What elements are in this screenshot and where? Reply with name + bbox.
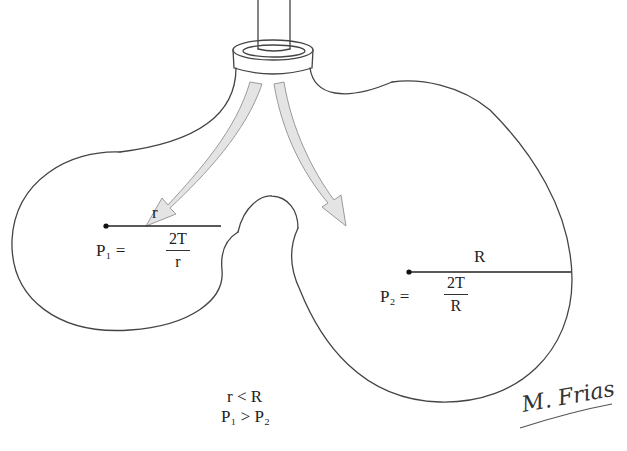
radius-label: R	[474, 248, 485, 267]
collar-inner	[243, 45, 305, 57]
collar-rim	[233, 40, 313, 60]
pressure-note: P₁ > P₂	[221, 408, 270, 427]
alveolus: RP₂ =2TR	[284, 74, 576, 408]
signature: M. Frias	[520, 376, 617, 417]
tube-sides	[258, 0, 290, 49]
alveolus-outline	[8, 146, 242, 336]
trunk-left-wall	[120, 68, 236, 152]
center-dot	[103, 223, 108, 228]
radius-line-large	[409, 271, 571, 272]
airflow-arrow-right	[274, 82, 346, 226]
fraction: 2TR	[444, 274, 468, 314]
radius-label: r	[152, 204, 158, 223]
inequality-note: r < R	[227, 388, 262, 407]
alveolus-outline	[284, 74, 576, 408]
alveolus-wall	[12, 152, 238, 331]
pressure-formula: P₁ =	[96, 242, 125, 261]
trunk-right-wall	[310, 68, 392, 94]
airflow-arrow-left	[146, 82, 262, 226]
alveolus: rP₁ =2Tr	[8, 146, 242, 336]
tube-bottom	[258, 49, 290, 51]
fraction-numerator: 2T	[444, 274, 468, 295]
fraction-denominator: R	[451, 295, 462, 315]
center-dot	[406, 269, 411, 274]
branch-arch	[238, 196, 298, 232]
fraction-denominator: r	[175, 251, 180, 271]
alveolus-wall	[292, 81, 573, 402]
radius-line-small	[106, 225, 221, 226]
pressure-formula: P₂ =	[380, 288, 409, 307]
fraction: 2Tr	[166, 230, 190, 270]
fraction-numerator: 2T	[166, 230, 190, 251]
